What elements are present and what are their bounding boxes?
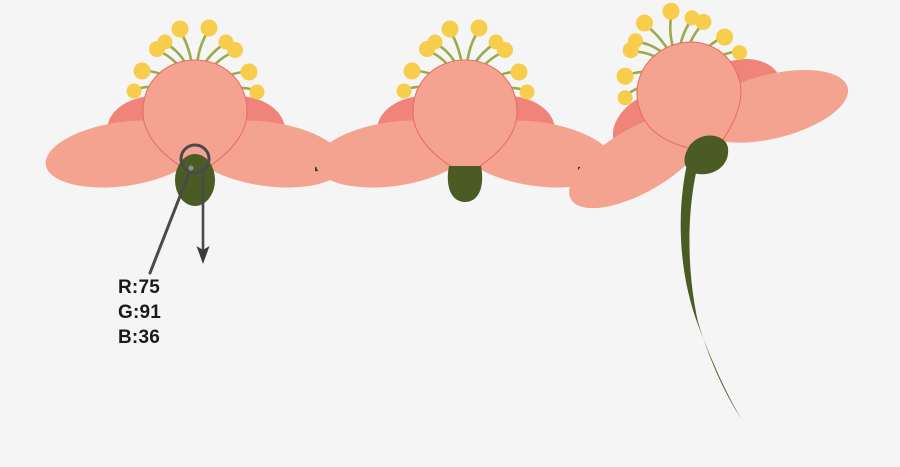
ovary-shape-3[interactable] xyxy=(684,135,729,175)
ovary-shape-2[interactable] xyxy=(447,166,483,202)
rgb-red-value: R:75 xyxy=(118,277,160,298)
flower-stage-1[interactable] xyxy=(41,20,348,207)
rgb-green-value: G:91 xyxy=(118,302,162,323)
rgb-blue-value: B:36 xyxy=(118,327,160,348)
stem-shape[interactable] xyxy=(680,148,742,420)
down-arrow xyxy=(196,168,210,264)
selection-ring-icon[interactable] xyxy=(179,143,211,175)
rgb-callout-text: R:75 G:91 B:36 xyxy=(118,275,161,350)
flower-stage-3[interactable] xyxy=(512,0,863,420)
leader-line xyxy=(148,165,194,275)
flower-stage-2[interactable] xyxy=(311,20,618,203)
